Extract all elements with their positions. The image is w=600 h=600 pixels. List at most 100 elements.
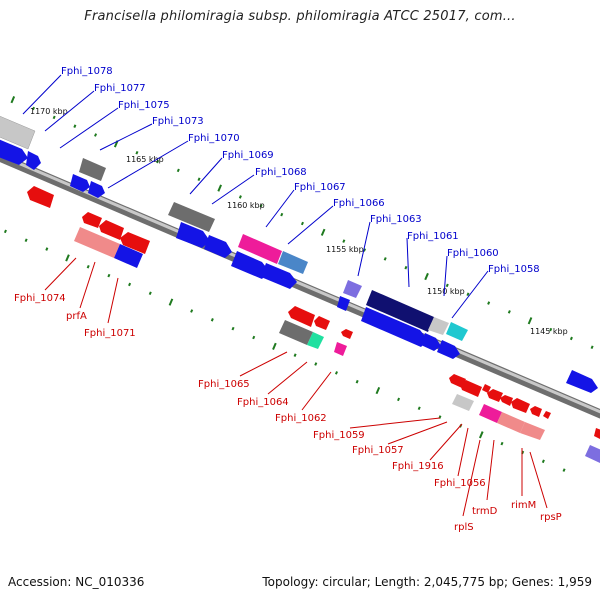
label-fphi-1071[interactable]: Fphi_1071 bbox=[84, 328, 136, 339]
gene-fphi-1054[interactable] bbox=[585, 445, 600, 463]
label-fphi-1056[interactable]: Fphi_1056 bbox=[434, 478, 486, 489]
gene-fphi-1059-c[interactable] bbox=[460, 380, 482, 397]
label-fphi-1916[interactable]: Fphi_1916 bbox=[392, 461, 444, 472]
genome-summary-text: Topology: circular; Length: 2,045,775 bp… bbox=[262, 575, 592, 589]
gene-fphi-1060-b[interactable] bbox=[446, 322, 468, 341]
gene-fphi-1058[interactable] bbox=[437, 340, 460, 359]
gene-rpsP-a[interactable] bbox=[543, 411, 551, 419]
gene-fphi-1075[interactable] bbox=[79, 158, 106, 181]
label-fphi-1075[interactable]: Fphi_1075 bbox=[118, 100, 170, 111]
tick-dot bbox=[86, 264, 90, 269]
label-fphi-1063[interactable]: Fphi_1063 bbox=[370, 214, 422, 225]
tick-label-1160: 1160 kbp bbox=[227, 201, 265, 210]
gene-trmd[interactable] bbox=[497, 412, 525, 433]
gene-fphi-1065[interactable] bbox=[279, 320, 313, 345]
label-fphi-1077[interactable]: Fphi_1077 bbox=[94, 83, 146, 94]
label-rpls[interactable]: rplS bbox=[454, 522, 474, 533]
label-prfa[interactable]: prfA bbox=[66, 311, 87, 322]
label-fphi-1061[interactable]: Fphi_1061 bbox=[407, 231, 459, 242]
label-fphi-1059[interactable]: Fphi_1059 bbox=[313, 430, 365, 441]
gene-fphi-1074[interactable] bbox=[27, 186, 54, 208]
gene-fphi-1061[interactable] bbox=[366, 290, 434, 332]
label-fphi-1070[interactable]: Fphi_1070 bbox=[188, 133, 240, 144]
tick-label-1170: 1170 kbp bbox=[30, 107, 68, 116]
gene-fphi-1076[interactable] bbox=[26, 151, 41, 170]
gene-fphi-1070[interactable] bbox=[168, 202, 215, 232]
label-fphi-1068[interactable]: Fphi_1068 bbox=[255, 167, 307, 178]
gene-fphi-1065-a[interactable] bbox=[288, 306, 315, 327]
gene-rplS-a[interactable] bbox=[530, 406, 542, 417]
tick-label-1155: 1155 kbp bbox=[326, 245, 364, 254]
gene-fphi-1916[interactable] bbox=[500, 395, 513, 406]
tick-dot bbox=[507, 310, 511, 314]
gene-fphi-1071-a[interactable] bbox=[120, 232, 150, 254]
tick-dot bbox=[190, 309, 194, 313]
gene-fphi-1077[interactable] bbox=[0, 138, 28, 165]
tick-dot bbox=[478, 431, 484, 439]
gene-fphi-1069-b[interactable] bbox=[204, 235, 232, 258]
label-fphi-1057[interactable]: Fphi_1057 bbox=[352, 445, 404, 456]
gene-fphi-1056-a[interactable] bbox=[511, 398, 530, 413]
gene-fphi-1062[interactable] bbox=[334, 342, 347, 356]
gene-prfa-b[interactable] bbox=[99, 220, 124, 240]
gene-fphi-1073[interactable] bbox=[88, 181, 105, 198]
label-fphi-1074[interactable]: Fphi_1074 bbox=[14, 293, 66, 304]
gene-fphi-1078[interactable] bbox=[0, 112, 36, 150]
gene-fphi-1059-d[interactable] bbox=[482, 384, 491, 393]
label-fphi-1058[interactable]: Fphi_1058 bbox=[488, 264, 540, 275]
gene-prfa[interactable] bbox=[74, 227, 120, 258]
gene-fphi-1064[interactable] bbox=[307, 332, 324, 349]
tick-dot bbox=[210, 318, 214, 322]
tick-dot bbox=[252, 335, 256, 340]
label-rpsp[interactable]: rpsP bbox=[540, 512, 562, 523]
gene-fphi-1059-b[interactable] bbox=[421, 333, 441, 351]
gene-fphi-1075-b[interactable] bbox=[70, 174, 90, 192]
tick-dot bbox=[293, 353, 297, 357]
forward-genes bbox=[0, 112, 600, 463]
label-fphi-1060[interactable]: Fphi_1060 bbox=[447, 248, 499, 259]
gene-fphi-1071[interactable] bbox=[114, 244, 143, 268]
label-fphi-1062[interactable]: Fphi_1062 bbox=[275, 413, 327, 424]
reverse-label-texts: Fphi_1074 prfA Fphi_1071 Fphi_1065 Fphi_… bbox=[14, 293, 562, 533]
accession-text: Accession: NC_010336 bbox=[8, 575, 145, 589]
gene-fphi-1057-a[interactable] bbox=[487, 389, 503, 402]
label-fphi-1065[interactable]: Fphi_1065 bbox=[198, 379, 250, 390]
tick-dot bbox=[148, 291, 152, 296]
gene-rimm[interactable] bbox=[520, 422, 545, 440]
gene-fphi-1069[interactable] bbox=[176, 222, 210, 248]
gene-fphi-1065-b[interactable] bbox=[314, 316, 330, 330]
gene-fphi-1061-b[interactable] bbox=[361, 307, 428, 347]
label-fphi-1067[interactable]: Fphi_1067 bbox=[294, 182, 346, 193]
kbp-labels: 1170 kbp 1165 kbp 1160 kbp 1155 kbp 1150… bbox=[30, 107, 568, 336]
gene-fphi-1063[interactable] bbox=[343, 280, 362, 298]
gene-fphi-1057[interactable] bbox=[479, 404, 502, 423]
gene-fphi-1068[interactable] bbox=[238, 234, 282, 264]
tick-dot bbox=[342, 239, 346, 243]
gene-fphi-1067[interactable] bbox=[278, 251, 308, 274]
tick-label-1145: 1145 kbp bbox=[530, 327, 568, 336]
label-fphi-1073[interactable]: Fphi_1073 bbox=[152, 116, 204, 127]
gene-fphi-1055[interactable] bbox=[566, 370, 598, 393]
label-fphi-1069[interactable]: Fphi_1069 bbox=[222, 150, 274, 161]
tick-dot bbox=[31, 106, 35, 111]
tick-dot bbox=[375, 386, 381, 395]
gene-fphi-1060[interactable] bbox=[428, 317, 449, 335]
tick-dot bbox=[549, 327, 553, 332]
gene-fphi-1059[interactable] bbox=[452, 394, 474, 411]
tick-label-1150: 1150 kbp bbox=[427, 287, 465, 296]
gene-prfa-a[interactable] bbox=[82, 212, 102, 228]
gene-right-red[interactable] bbox=[594, 428, 600, 440]
gene-fphi-1063-b[interactable] bbox=[337, 296, 350, 311]
label-fphi-1066[interactable]: Fphi_1066 bbox=[333, 198, 385, 209]
gene-fphi-1066-b[interactable] bbox=[261, 263, 297, 289]
tick-dot bbox=[404, 265, 408, 270]
label-fphi-1064[interactable]: Fphi_1064 bbox=[237, 397, 289, 408]
gene-fphi-1062-a[interactable] bbox=[341, 329, 353, 339]
label-rimm[interactable]: rimM bbox=[511, 500, 536, 511]
map-title: Francisella philomiragia subsp. philomir… bbox=[84, 9, 516, 24]
gene-fphi-1066[interactable] bbox=[231, 251, 269, 279]
tick-dot bbox=[259, 204, 263, 208]
label-trmd[interactable]: trmD bbox=[472, 506, 498, 517]
label-fphi-1078[interactable]: Fphi_1078 bbox=[61, 66, 113, 77]
tick-dot bbox=[65, 254, 70, 262]
